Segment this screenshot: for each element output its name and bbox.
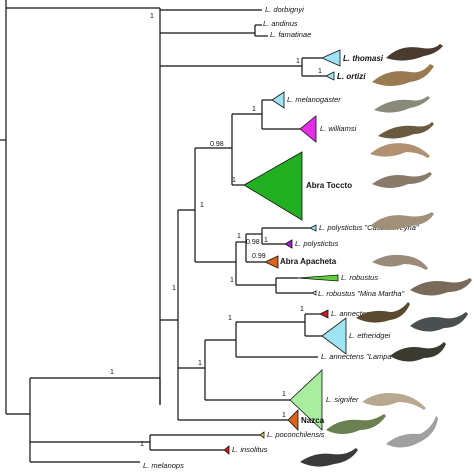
support-value: 1 — [232, 177, 236, 184]
tip-melanogaster: L. melanogaster — [287, 95, 341, 104]
tip-etheridgei: L. etheridgei — [349, 331, 391, 340]
tip-robustus: L. robustus — [341, 273, 378, 282]
tip-annectens-lampa: L. annectens "Lampa" — [321, 352, 395, 361]
support-value: 1 — [252, 106, 256, 113]
clade-melanogaster-triangle — [271, 91, 285, 109]
support-value: 1 — [282, 412, 286, 419]
tip-ortizi: L. ortizi — [337, 72, 366, 81]
support-value: 1 — [296, 58, 300, 65]
lizard-photo-insolitus — [300, 448, 358, 467]
support-value: 1 — [282, 391, 286, 398]
lizard-photo-robustus — [410, 278, 472, 296]
lizard-photo-etheridgei — [410, 312, 468, 332]
support-value: 0.98 — [210, 141, 224, 148]
lizard-photo-ortizi — [372, 64, 434, 86]
support-value: 0.98 — [246, 239, 260, 246]
support-value: 1 — [172, 285, 176, 292]
clade-etheridgei-triangle — [321, 317, 347, 355]
clade-thomasi-triangle — [321, 49, 341, 67]
lizard-photo-thomasi — [386, 44, 443, 61]
lizard-photo-apacheta — [372, 254, 428, 270]
clade-nazca-triangle — [287, 409, 299, 431]
lizard-photo-williamsi — [378, 122, 434, 139]
tip-annectens: L. annectens — [331, 309, 374, 318]
lizard-photo-annectens — [356, 302, 410, 323]
lizard-photo-toccto-1 — [370, 143, 430, 158]
support-value: 1 — [228, 315, 232, 322]
clade-insolitus-triangle — [223, 445, 230, 455]
clade-annectens-triangle — [319, 309, 329, 319]
lizard-photo-nazca — [326, 414, 386, 434]
tip-signifer: L. signifer — [326, 395, 359, 404]
support-value: 0.99 — [252, 253, 266, 260]
lizard-photo-toccto-2 — [372, 172, 432, 188]
lizard-photo-signifer — [362, 393, 426, 410]
support-value: 1 — [140, 441, 144, 448]
tip-williamsi: L. williamsi — [320, 124, 357, 133]
support-value: 1 — [318, 68, 322, 75]
tip-dorbignyi: L. dorbignyi — [265, 5, 304, 14]
lizard-photo-lampa — [390, 342, 446, 362]
clade-abra-toccto-triangle — [243, 151, 303, 221]
tip-andinus: L. andinus — [263, 19, 298, 28]
tip-famatinae: L. famatinae — [270, 30, 311, 39]
tip-poconchilensis: L. poconchilensis — [267, 430, 325, 439]
lizard-photo-polystictus — [370, 212, 434, 230]
clade-abra-apacheta-triangle — [264, 255, 279, 269]
support-value: 1 — [110, 369, 114, 376]
support-value: 1 — [150, 13, 154, 20]
tip-nazca: Nazca — [301, 416, 325, 425]
clade-poly-castro-triangle — [309, 224, 317, 232]
clade-robustus-mina-triangle — [311, 290, 317, 296]
clade-williamsi-triangle — [299, 115, 317, 143]
tip-melanops: L. melanops — [143, 461, 184, 470]
tip-polystictus: L. polystictus — [295, 239, 339, 248]
tip-abra-toccto: Abra Toccto — [306, 181, 352, 190]
clade-polystictus-triangle — [284, 239, 293, 249]
clade-ortizi-triangle — [325, 71, 335, 81]
support-value: 1 — [300, 306, 304, 313]
support-value: 1 — [200, 202, 204, 209]
tip-insolitus: L. insolitus — [232, 445, 268, 454]
tip-polystictus-castro: L. polystictus "Castrovirreyna" — [319, 223, 419, 232]
lizard-photo-poconchilensis — [386, 416, 438, 448]
clade-robustus-triangle — [297, 274, 339, 282]
support-value: 1 — [237, 233, 241, 240]
clade-poconchilensis-triangle — [259, 431, 265, 439]
support-value: 1 — [230, 277, 234, 284]
clade-signifer-triangle — [289, 369, 323, 431]
support-value: 1 — [198, 360, 202, 367]
tip-robustus-mina: L. robustus "Mina Martha" — [318, 289, 405, 298]
lizard-photo-melanogaster — [374, 96, 430, 113]
tip-thomasi: L. thomasi — [343, 54, 384, 63]
tip-abra-apacheta: Abra Apacheta — [280, 257, 337, 266]
support-value: 1 — [264, 237, 268, 244]
